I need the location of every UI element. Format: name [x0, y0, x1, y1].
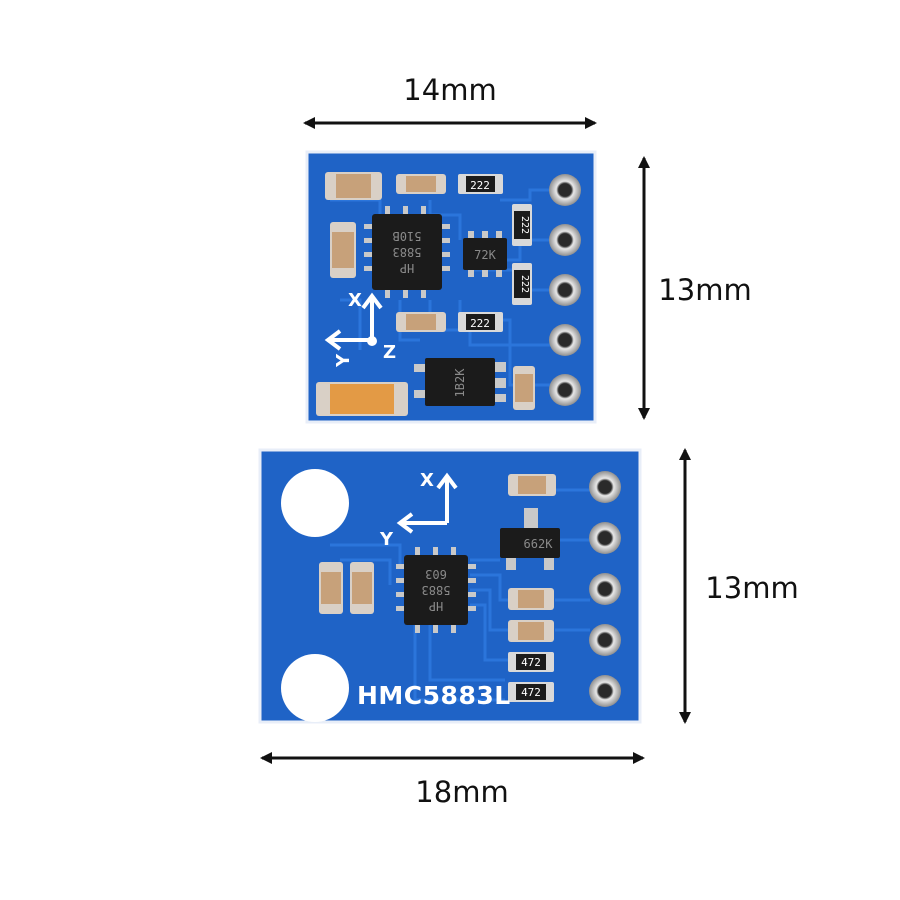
- resistor-label: 222: [470, 317, 490, 330]
- voltage-regulator: 1B2K: [414, 358, 506, 406]
- header-pad: [589, 675, 621, 707]
- resistor-label: 472: [521, 686, 541, 699]
- header-pads: [549, 174, 581, 406]
- chip-marking: 510B: [393, 229, 422, 243]
- capacitor: [508, 620, 554, 642]
- voltage-regulator: 662K: [500, 508, 560, 570]
- resistor: 222: [458, 174, 503, 194]
- axis-z-label: Z: [383, 342, 396, 363]
- dimension-top-height: 13mm: [638, 156, 752, 420]
- resistor-label: 472: [521, 656, 541, 669]
- header-pad: [589, 471, 621, 503]
- capacitor: [508, 588, 554, 610]
- resistor: 472: [508, 682, 554, 702]
- axis-y-label: Y: [333, 353, 354, 368]
- header-pad: [549, 224, 581, 256]
- dimension-label: 13mm: [658, 273, 751, 307]
- capacitor: [350, 562, 374, 614]
- header-pad: [589, 624, 621, 656]
- capacitor: [508, 474, 556, 496]
- header-pad: [549, 374, 581, 406]
- header-pad: [589, 573, 621, 605]
- resistor: 222: [512, 204, 532, 246]
- regulator-marking: 662K: [524, 537, 554, 551]
- sensor-chip: HP 5883 510B: [364, 206, 450, 298]
- chip-marking: HP: [400, 261, 414, 275]
- small-ic: 72K: [463, 231, 507, 277]
- resistor: 222: [512, 263, 532, 305]
- part-name-label: HMC5883L: [357, 681, 511, 710]
- resistor-label: 222: [519, 275, 530, 293]
- axis-indicator: [324, 292, 383, 351]
- header-pads: [589, 471, 621, 707]
- dimension-top-width: 14mm: [303, 73, 597, 129]
- chip-marking: 603: [425, 567, 447, 581]
- dimension-label: 13mm: [705, 571, 798, 605]
- resistor-label: 222: [519, 216, 530, 234]
- capacitor: [396, 174, 446, 194]
- chip-marking: HP: [429, 599, 443, 613]
- header-pad: [549, 174, 581, 206]
- header-pad: [549, 274, 581, 306]
- mounting-hole: [281, 469, 349, 537]
- capacitor: [319, 562, 343, 614]
- tantalum-capacitor: [316, 382, 408, 416]
- axis-indicator: [396, 472, 458, 534]
- axis-origin-dot: [367, 336, 377, 346]
- dimension-label: 18mm: [415, 775, 508, 809]
- resistor: 222: [458, 312, 503, 332]
- axis-x-label: X: [420, 470, 434, 491]
- top-board: 222 222 222 222: [305, 150, 597, 424]
- capacitor: [396, 312, 446, 332]
- capacitor: [325, 172, 382, 200]
- chip-marking: 5883: [393, 245, 422, 259]
- dimension-label: 14mm: [403, 73, 496, 107]
- capacitor: [513, 366, 535, 410]
- resistor-label: 222: [470, 179, 490, 192]
- header-pad: [549, 324, 581, 356]
- sensor-chip: HP 5883 603: [396, 547, 476, 633]
- mounting-hole: [281, 654, 349, 722]
- regulator-marking: 1B2K: [453, 368, 467, 398]
- axis-x-label: X: [348, 290, 362, 311]
- bottom-board: HP 5883 603 X Y 662K: [258, 448, 642, 724]
- pcb-traces: [330, 488, 590, 702]
- ic-marking: 72K: [474, 248, 496, 262]
- header-pad: [589, 522, 621, 554]
- capacitor: [330, 222, 356, 278]
- dimension-bottom-height: 13mm: [679, 448, 799, 724]
- resistor: 472: [508, 652, 554, 672]
- dimension-bottom-width: 18mm: [260, 752, 645, 809]
- axis-y-label: Y: [379, 529, 394, 550]
- chip-marking: 5883: [422, 583, 451, 597]
